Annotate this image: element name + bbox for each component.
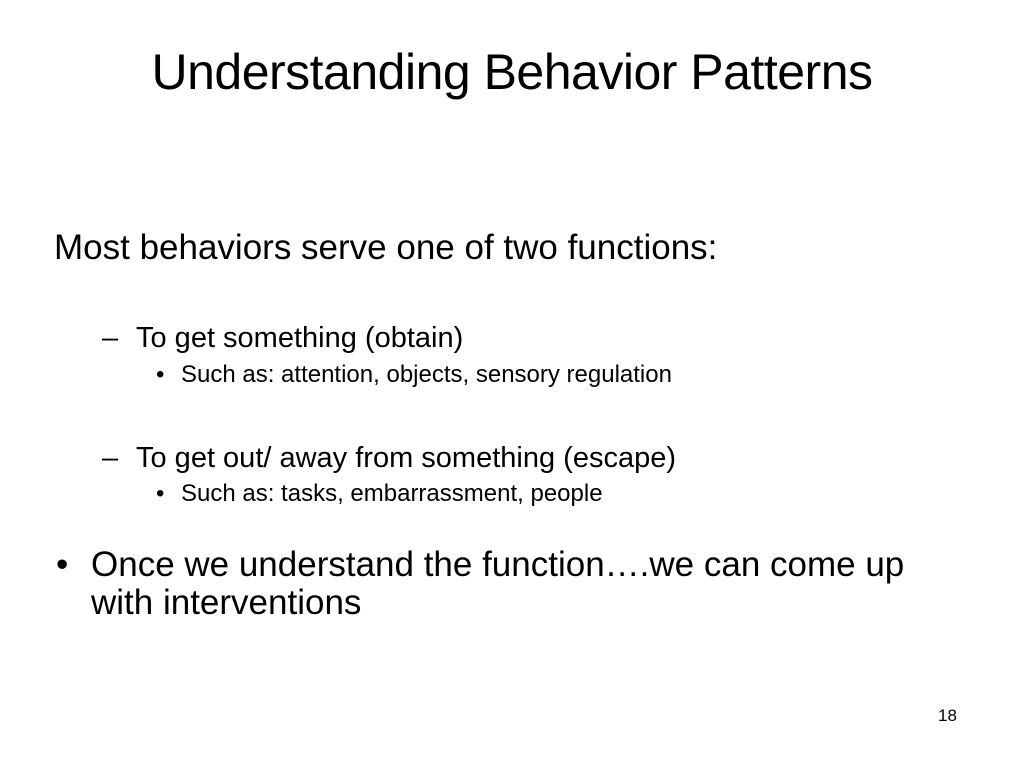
function-label: To get something (obtain) [136,322,464,354]
page-number: 18 [938,706,957,725]
slide-title: Understanding Behavior Patterns [151,44,873,100]
function-example-escape: • Such as: tasks, embarrassment, people [156,479,603,509]
bullet-icon: • [56,545,69,584]
function-example-obtain: • Such as: attention, objects, sensory re… [156,360,672,390]
bullet-icon: • [156,480,165,507]
function-item-obtain: –To get something (obtain) [102,320,463,356]
function-item-escape: –To get out/ away from something (escape… [102,440,676,476]
dash-marker: – [102,322,119,354]
conclusion-text: Once we understand the function….we can … [91,545,905,622]
example-text: Such as: attention, objects, sensory reg… [181,361,672,388]
intro-text: Most behaviors serve one of two function… [54,228,718,267]
conclusion-bullet: • Once we understand the function….we ca… [56,546,956,622]
dash-marker: – [102,442,119,474]
function-label: To get out/ away from something (escape) [136,442,676,474]
bullet-icon: • [156,361,165,388]
example-text: Such as: tasks, embarrassment, people [181,480,603,507]
